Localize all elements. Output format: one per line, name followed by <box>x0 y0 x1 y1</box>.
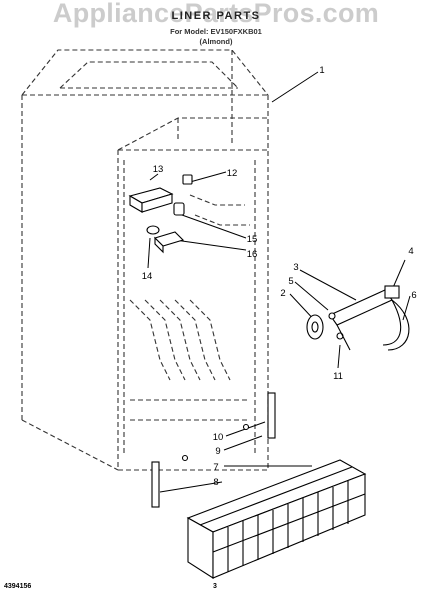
screw-part <box>328 312 336 320</box>
callout-13: 13 <box>153 164 164 175</box>
callout-6: 6 <box>411 290 416 301</box>
callout-2: 2 <box>280 288 285 299</box>
socket-part <box>173 202 185 216</box>
color-subtitle: (Almond) <box>199 37 233 46</box>
callout-14: 14 <box>142 271 153 282</box>
watermark: AppliancePartsPros.com <box>52 0 380 28</box>
callout-4: 4 <box>408 246 413 257</box>
callout-8: 8 <box>213 477 218 488</box>
callout-9: 9 <box>215 446 220 457</box>
callout-3: 3 <box>293 262 298 273</box>
light-bulb-part <box>146 225 160 235</box>
switch-part <box>182 174 193 185</box>
callout-10: 10 <box>213 432 224 443</box>
callout-1: 1 <box>319 65 324 76</box>
detail-lines <box>199 299 410 572</box>
thermostat-part <box>329 289 393 326</box>
document-number: 4394156 <box>4 583 32 590</box>
left-basket-bracket <box>151 461 160 508</box>
callout-11: 11 <box>333 371 343 382</box>
callout-7: 7 <box>213 462 218 473</box>
model-subtitle: For Model: EV150FXKB01 <box>170 27 262 36</box>
freezer-cabinet-outline <box>21 49 270 471</box>
callout-5: 5 <box>288 276 293 287</box>
callout-15: 15 <box>247 234 258 245</box>
right-basket-bracket <box>267 392 276 439</box>
page-number: 3 <box>213 583 217 590</box>
callout-16: 16 <box>247 249 258 260</box>
diagram-title: LINER PARTS <box>171 10 261 22</box>
leader-lines <box>147 71 411 493</box>
callout-12: 12 <box>227 168 238 179</box>
parts <box>128 174 400 580</box>
callout-labels: 1 2 3 4 5 6 7 8 9 10 11 12 13 14 15 16 <box>142 65 417 488</box>
thermostat-clip-part <box>384 285 400 299</box>
